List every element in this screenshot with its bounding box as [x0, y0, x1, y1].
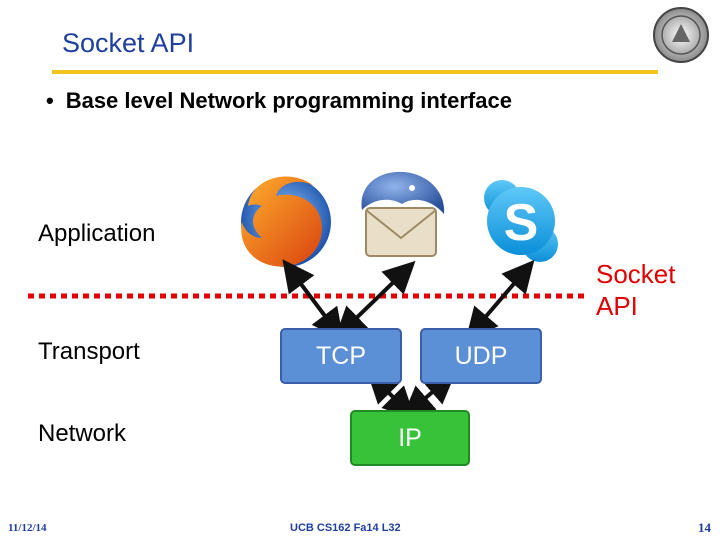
- arrow-firefox-tcp: [282, 259, 344, 341]
- skype-icon: S: [484, 180, 558, 262]
- footer-page-number: 14: [698, 520, 711, 535]
- bullet-item: • Base level Network programming interfac…: [46, 88, 512, 114]
- layer-label-transport: Transport: [38, 338, 140, 365]
- tcp-box: TCP: [280, 328, 402, 384]
- arrow-thunderbird-tcp: [334, 260, 416, 340]
- arrow-udp-ip: [401, 371, 457, 419]
- socket-api-line1: Socket: [596, 259, 676, 289]
- udp-box: UDP: [420, 328, 542, 384]
- layer-label-application: Application: [38, 220, 156, 247]
- university-seal-icon: [653, 7, 709, 63]
- page-title: Socket API: [62, 28, 195, 58]
- socket-api-label: Socket API: [596, 258, 676, 322]
- arrow-skype-udp: [465, 259, 535, 341]
- footer-course: UCB CS162 Fa14 L32: [290, 522, 401, 534]
- footer-date: 11/12/14: [8, 522, 47, 534]
- layer-label-network: Network: [38, 420, 127, 447]
- bullet-marker: •: [46, 88, 54, 113]
- arrow-tcp-ip: [366, 370, 416, 420]
- firefox-icon: [241, 176, 331, 267]
- thunderbird-icon: [361, 171, 445, 257]
- socket-api-line2: API: [596, 291, 638, 321]
- svg-text:S: S: [504, 194, 539, 252]
- ip-box: IP: [350, 410, 470, 466]
- bullet-text: Base level Network programming interface: [65, 88, 512, 113]
- title-underline: [52, 70, 658, 74]
